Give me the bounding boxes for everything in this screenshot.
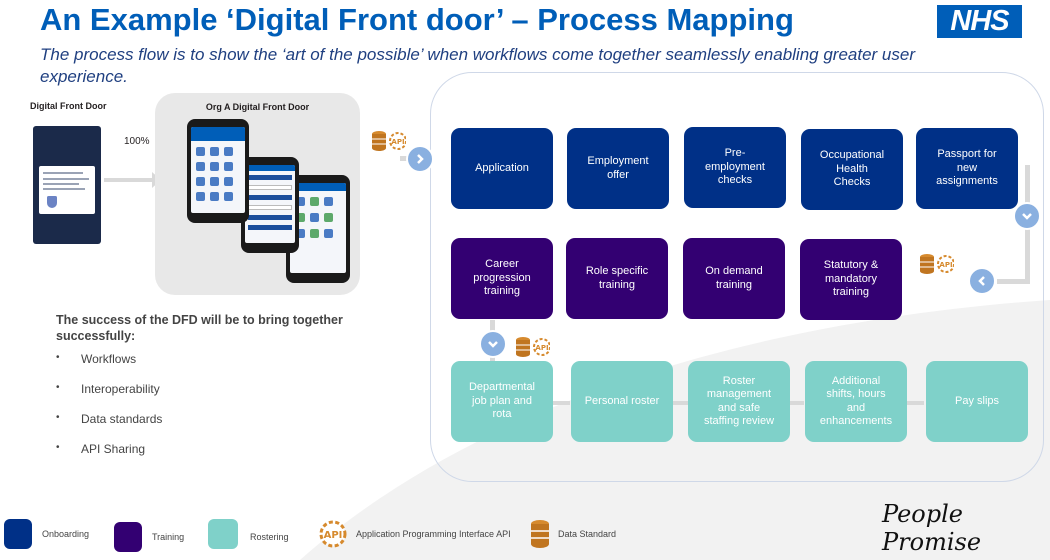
flow-step-application[interactable]: Application (451, 128, 553, 209)
flow-step-passport-for-new-assignments[interactable]: Passport for new assignments (916, 128, 1018, 209)
people-promise-signature: People Promise (882, 500, 982, 556)
legend-training: Training (114, 517, 185, 552)
flow-track (550, 401, 570, 405)
rostering-swatch (208, 519, 238, 549)
nhs-logo: NHS (937, 5, 1022, 38)
list-item: •Interoperability (56, 382, 160, 396)
phone-screen (39, 166, 95, 214)
data-standard-api-badge: API (920, 254, 954, 274)
flow-step-pay-slips[interactable]: Pay slips (926, 361, 1028, 442)
legend-label: Onboarding (42, 529, 90, 539)
digital-front-door-phone-image (33, 126, 101, 244)
list-item-label: Interoperability (81, 382, 160, 396)
success-heading: The success of the DFD will be to bring … (56, 313, 343, 343)
success-list: •Workflows •Interoperability •Data stand… (56, 352, 162, 472)
flow-step-career-progression-training[interactable]: Career progression training (451, 238, 553, 319)
flow-step-statutory-mandatory-training[interactable]: Statutory & mandatory training (800, 239, 902, 320)
org-a-digital-front-door-panel: Org A Digital Front Door (155, 93, 360, 295)
legend-onboarding: Onboarding (4, 517, 89, 551)
list-item-label: Workflows (81, 352, 137, 366)
list-item: •Data standards (56, 412, 163, 426)
data-standard-api-badge: API (516, 337, 550, 357)
flow-step-personal-roster[interactable]: Personal roster (571, 361, 673, 442)
list-item: •Workflows (56, 352, 137, 366)
svg-text:API: API (324, 530, 343, 541)
training-swatch (114, 522, 142, 552)
flow-track (784, 401, 804, 405)
phone-image-middle (241, 157, 299, 253)
flow-step-occupational-health-checks[interactable]: Occupational Health Checks (801, 129, 903, 210)
list-item: •API Sharing (56, 442, 146, 456)
org-a-label: Org A Digital Front Door (205, 102, 310, 112)
flow-step-additional-shifts[interactable]: Additional shifts, hours and enhancement… (805, 361, 907, 442)
flow-step-on-demand-training[interactable]: On demand training (683, 238, 785, 319)
legend-label: Rostering (250, 532, 289, 542)
phone-image-front (187, 119, 249, 223)
legend-rostering: Rostering (208, 517, 289, 551)
flow-step-role-specific-training[interactable]: Role specific training (566, 238, 668, 319)
chevron-down-icon (479, 330, 507, 358)
api-icon: API (319, 520, 347, 548)
arrow-line (104, 178, 154, 182)
flow-track (902, 401, 924, 405)
flow-step-pre-employment-checks[interactable]: Pre- employment checks (684, 127, 786, 208)
legend-label: Data Standard (558, 529, 617, 539)
list-item-label: Data standards (81, 412, 163, 426)
onboarding-swatch (4, 519, 32, 549)
database-icon (531, 520, 549, 548)
data-standard-api-badge: API (372, 131, 406, 151)
nhs-app-header (191, 127, 245, 141)
list-item-label: API Sharing (81, 442, 146, 456)
flow-track (668, 401, 688, 405)
chevron-down-icon (1013, 202, 1041, 230)
flow-step-employment-offer[interactable]: Employment offer (567, 128, 669, 209)
page-title: An Example ‘Digital Front door’ – Proces… (40, 2, 794, 37)
flow-track (997, 279, 1030, 284)
digital-front-door-label: Digital Front Door (30, 101, 107, 111)
process-flow-panel (430, 72, 1044, 482)
flow-step-roster-management[interactable]: Roster management and safe staffing revi… (688, 361, 790, 442)
svg-text:API: API (391, 138, 404, 146)
legend-label: Application Programming Interface API (356, 529, 511, 539)
chevron-left-icon (968, 267, 996, 295)
svg-text:API: API (535, 344, 548, 352)
shield-icon (47, 196, 57, 208)
flow-step-departmental-job-plan[interactable]: Departmental job plan and rota (451, 361, 553, 442)
svg-text:API: API (939, 261, 952, 269)
page-subtitle: The process flow is to show the ‘art of … (40, 45, 915, 86)
completion-percent: 100% (124, 136, 150, 147)
chevron-right-icon (406, 145, 434, 173)
legend-api: API Application Programming Interface AP… (318, 517, 511, 551)
legend-data-standard: Data Standard (530, 517, 616, 551)
legend-label: Training (152, 532, 185, 542)
